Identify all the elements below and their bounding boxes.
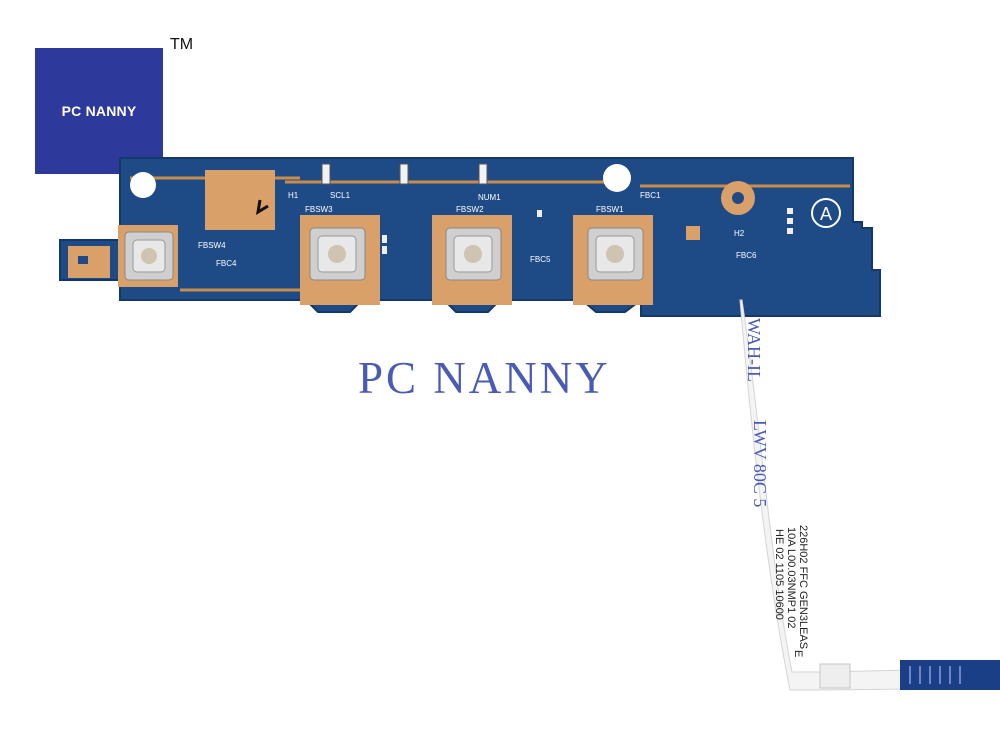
logo-box: PC NANNY (35, 48, 163, 174)
silk-label: FBSW1 (596, 205, 624, 214)
watermark-text: PC NANNY (358, 353, 611, 403)
board-rev-marking (811, 198, 841, 228)
silk-label: H1 (288, 191, 299, 200)
silk-label: FBSW3 (305, 205, 333, 214)
silk-label: FBSW4 (198, 241, 226, 250)
silk-label: H2 (734, 229, 745, 238)
cable-print: E (792, 650, 804, 657)
cable-print: 226H02 FFC GEN3LEAS (797, 525, 809, 649)
silk-label: NUM1 (478, 193, 501, 202)
silk-label: FBC1 (640, 191, 661, 200)
silk-label: FBC4 (216, 259, 237, 268)
cable-print: 10A L00.03NMP1 02 (785, 527, 797, 629)
silk-label: SCL1 (330, 191, 351, 200)
board-rev-letter: A (820, 204, 832, 224)
silk-label: FBC5 (530, 255, 551, 264)
pcb-board: A H1 SCL1 FBSW3 NUM1 FBSW2 FBSW1 FBSW4 F… (59, 157, 881, 317)
left-pad (68, 246, 110, 278)
cable-print: HE 02 1105 10600 (773, 529, 785, 620)
silk-label: FBC6 (736, 251, 757, 260)
switch-4 (587, 227, 644, 281)
mount-hole-center (603, 164, 631, 192)
cable-print: LWV 80C 5 (750, 420, 770, 507)
cable-print: WAH-IL (744, 318, 764, 382)
trademark-symbol: TM (170, 36, 194, 53)
logo-text: PC NANNY (61, 103, 137, 119)
switch-1 (124, 231, 174, 281)
copper-block (205, 170, 275, 230)
mount-hole-left (130, 172, 156, 198)
switch-2 (309, 227, 366, 281)
switch-3 (445, 227, 502, 281)
flex-cable: WAH-IL LWV 80C 5 226H02 FFC GEN3LEAS 10A… (739, 299, 1000, 691)
silk-label: FBSW2 (456, 205, 484, 214)
